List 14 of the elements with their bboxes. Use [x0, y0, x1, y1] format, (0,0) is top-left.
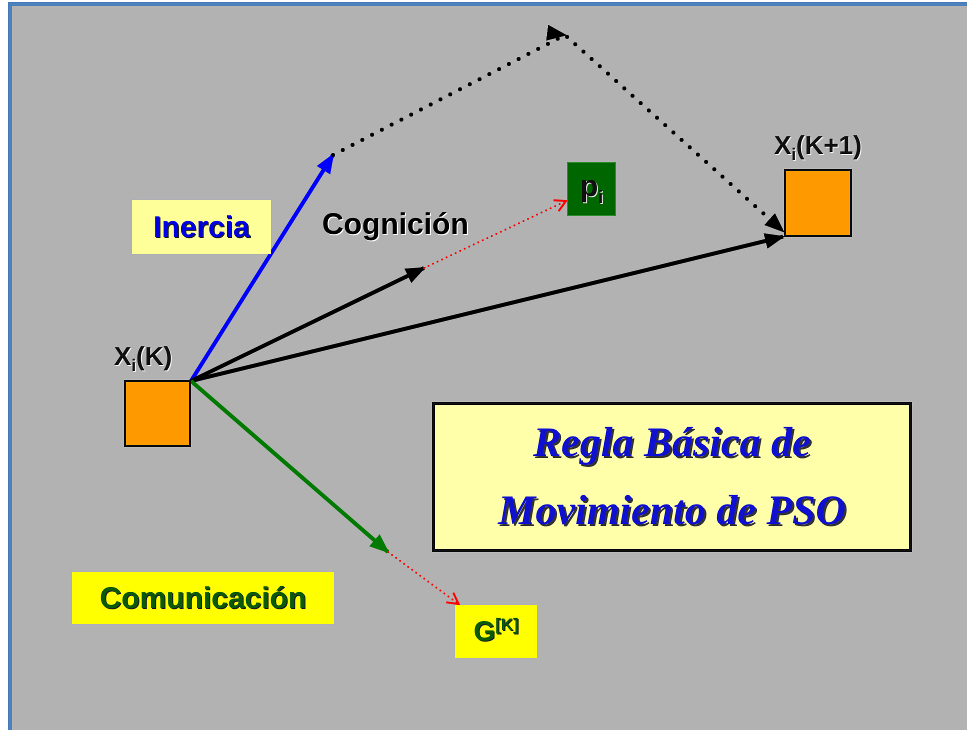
- global-best-box: G$^{[K]}$: [455, 605, 537, 658]
- position-label: X$_{i}$(K+1): [774, 130, 862, 165]
- term-label-box: Inercia: [132, 200, 271, 254]
- best-position-box: p$_{i}$: [567, 162, 616, 216]
- term-label: Cognición: [322, 208, 469, 242]
- dotted-arrow: [423, 199, 567, 269]
- arrow: [190, 379, 390, 554]
- arrow: [189, 153, 335, 382]
- arrow: [190, 233, 785, 383]
- term-label-box: Comunicación: [72, 572, 334, 624]
- position-label: X$_{i}$(K): [114, 340, 172, 376]
- dotted-arrow: [387, 551, 460, 605]
- dotted-arrow: [331, 25, 785, 234]
- title-box: Regla Básica de Movimiento de PSO: [432, 402, 912, 552]
